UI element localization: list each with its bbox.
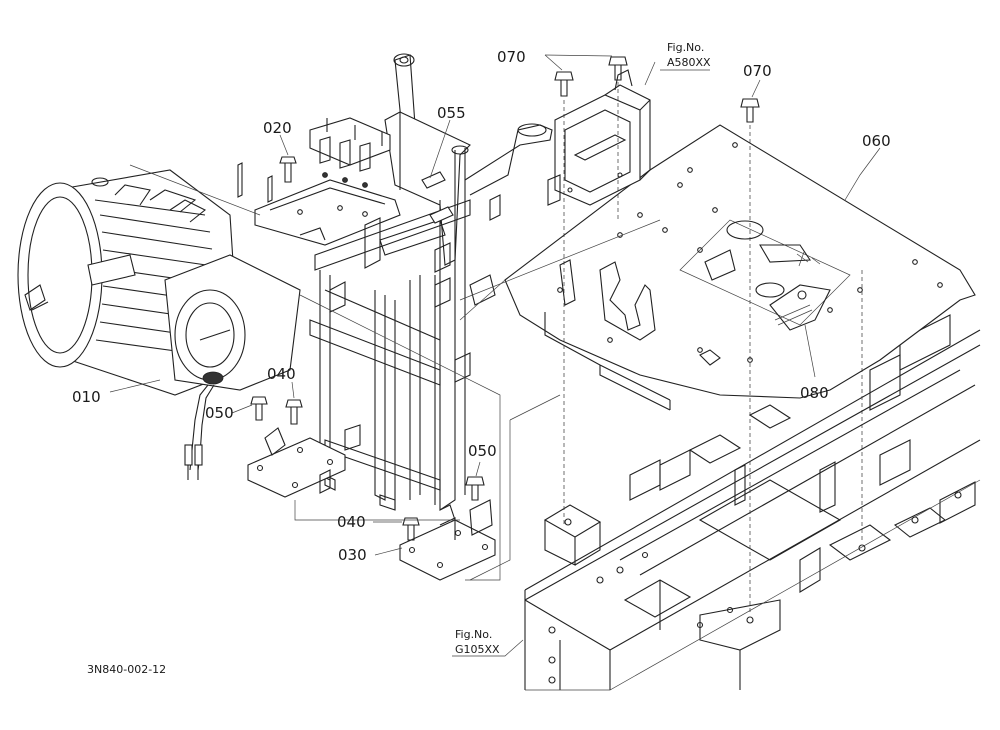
leader-lines [109,54,881,657]
bolt-070-left-icon [554,71,574,97]
label-050-right: 050 [468,442,497,460]
bolt-050-right-icon [465,476,485,501]
air-cleaner-010 [17,169,301,480]
fig-ref-top-line2: A580XX [667,56,711,69]
bolt-070-mid-icon [608,56,628,81]
label-040-lower: 040 [337,513,366,531]
label-010: 010 [72,388,101,406]
part-labels: 020 055 070 070 060 080 010 040 050 050 … [72,48,891,564]
label-055: 055 [437,104,466,122]
label-070-right: 070 [743,62,772,80]
drawing-code: 3N840-002-12 [87,663,166,676]
bolt-020-icon [279,156,297,183]
label-020: 020 [263,119,292,137]
bolt-070-right-icon [740,98,760,123]
guide-lines [129,82,863,615]
label-060: 060 [862,132,891,150]
bolt-050-left-icon [250,396,268,421]
chassis-frame [524,314,981,691]
bolt-040-lower-icon [402,517,420,541]
stand-frame [237,53,553,581]
label-050-left: 050 [205,404,234,422]
floor-plate-060 [504,124,976,411]
bolt-040-upper-icon [285,399,303,425]
label-070-left: 070 [497,48,526,66]
fig-ref-top-line1: Fig.No. [667,41,704,54]
fig-ref-bottom-line2: G105XX [455,643,500,656]
label-030: 030 [338,546,367,564]
figure-references: Fig.No. A580XX Fig.No. G105XX [455,41,711,656]
bolts [250,56,760,541]
fig-ref-bottom-line1: Fig.No. [455,628,492,641]
label-080: 080 [800,384,829,402]
label-040-upper: 040 [267,365,296,383]
upper-bracket-assembly [547,69,651,206]
